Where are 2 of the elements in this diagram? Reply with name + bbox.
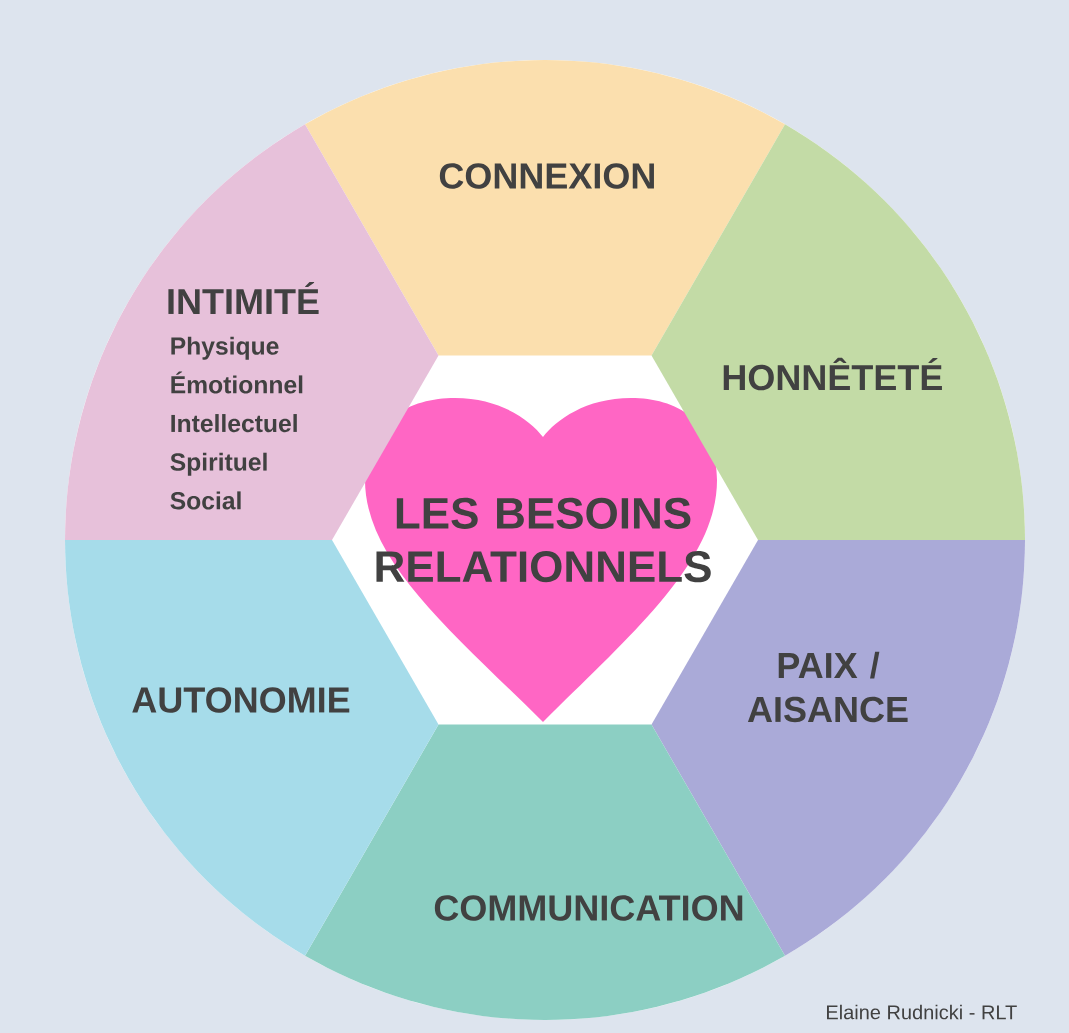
credit-text: Elaine Rudnicki - RLT [827,1004,1017,1020]
wheel-segment: COMMUNICATION [305,724,785,1020]
